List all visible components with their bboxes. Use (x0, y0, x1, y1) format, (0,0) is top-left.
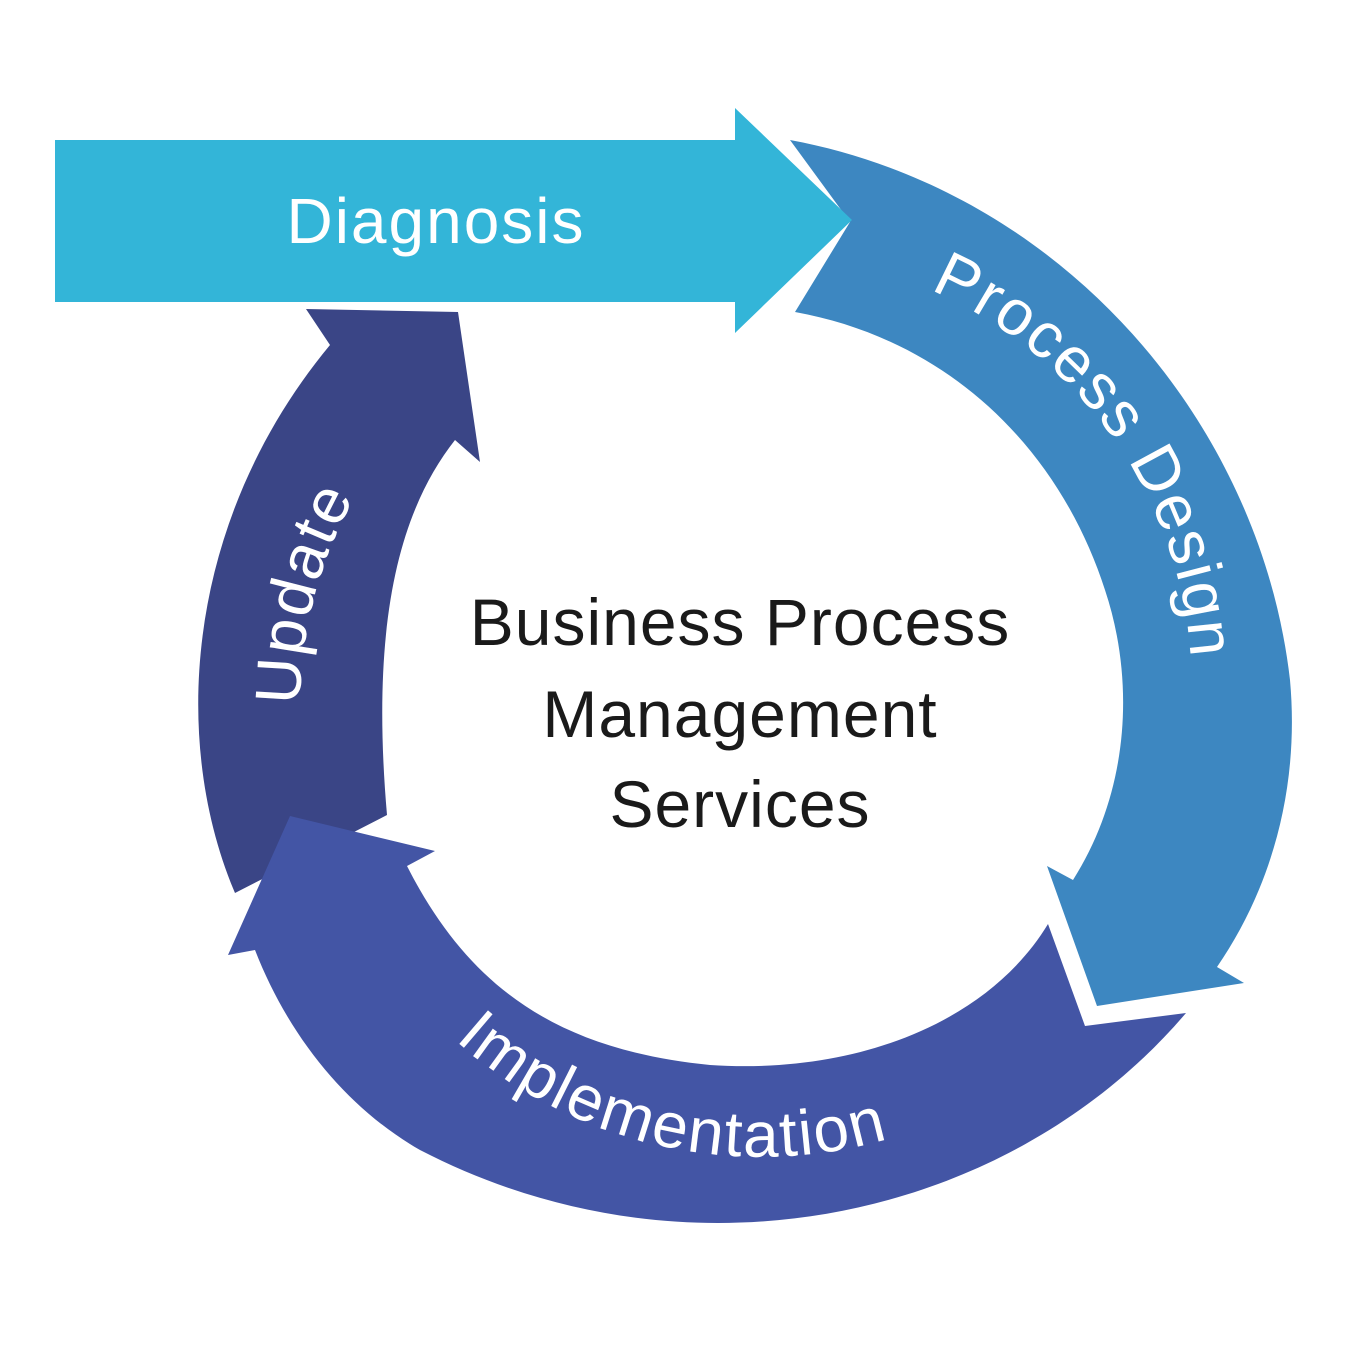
diagnosis-arrow (55, 108, 852, 333)
update-arrow (198, 309, 480, 893)
center-title-line-2: Management (542, 677, 937, 751)
center-title-line-1: Business Process (470, 585, 1011, 659)
process-design-arrow (790, 140, 1292, 1006)
implementation-arrow (228, 816, 1186, 1223)
diagnosis-label: Diagnosis (286, 185, 585, 257)
center-title-line-3: Services (609, 767, 870, 841)
